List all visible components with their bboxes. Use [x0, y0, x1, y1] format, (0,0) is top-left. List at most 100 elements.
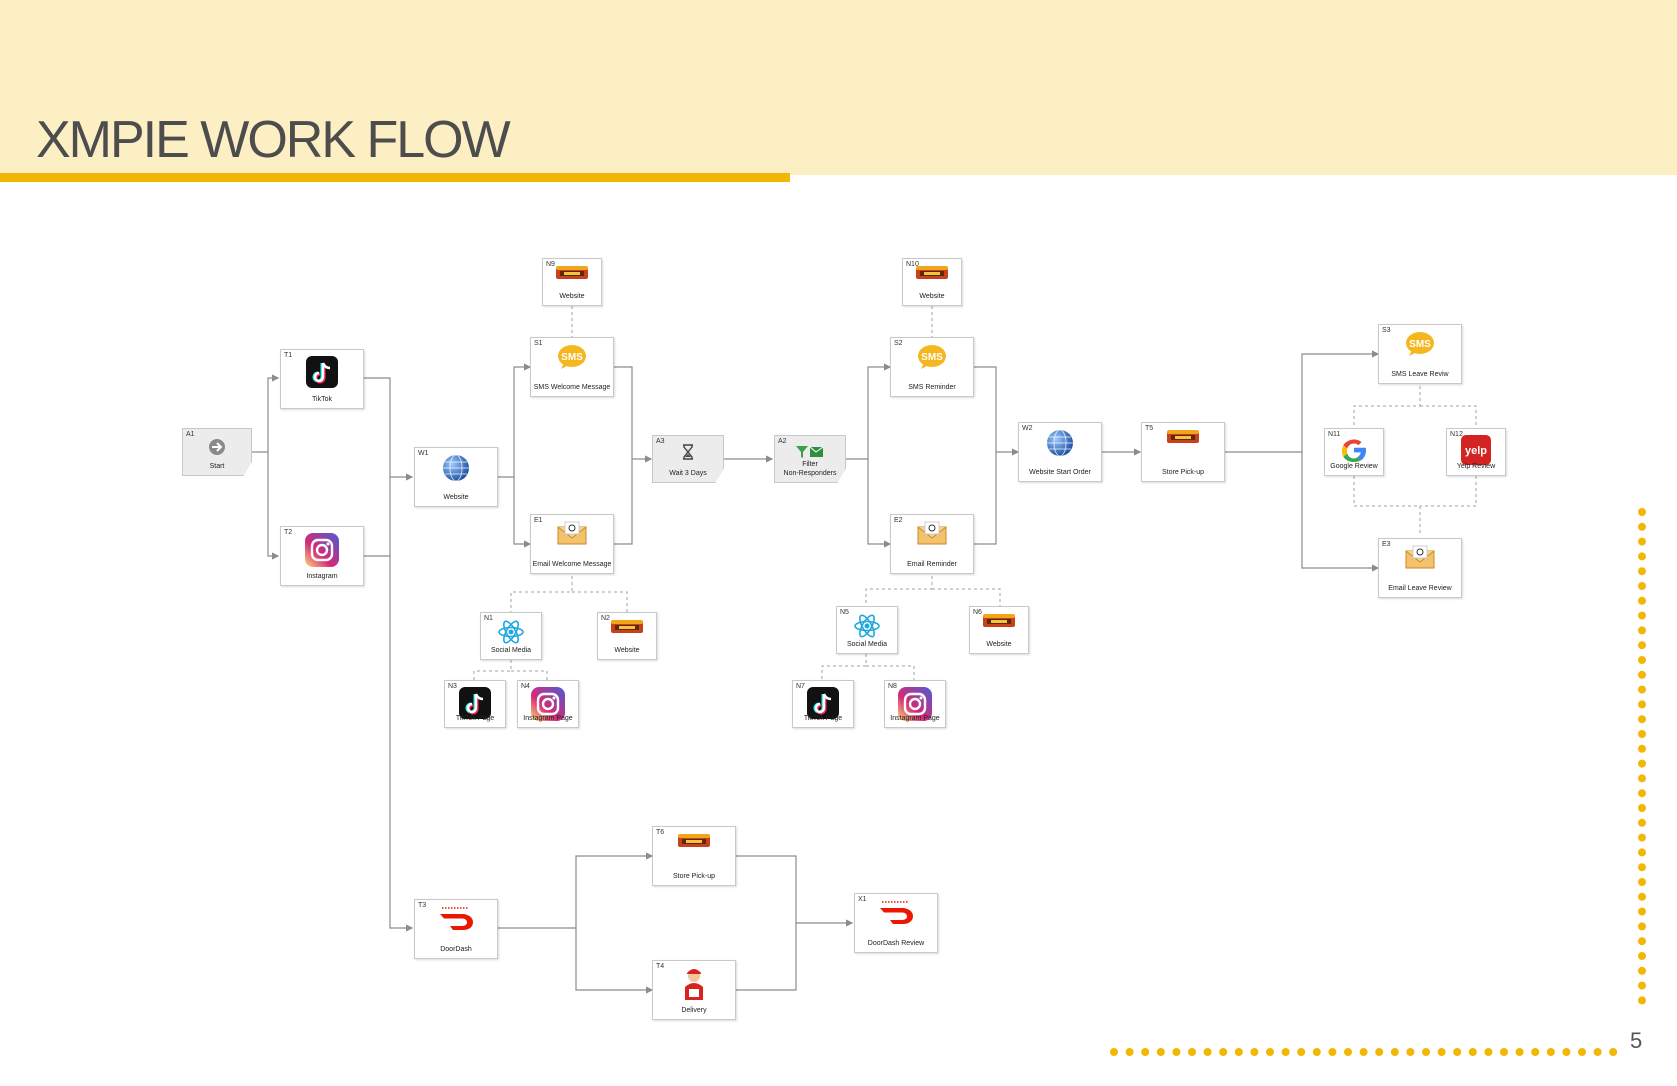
- decor-dot: [1515, 1048, 1524, 1056]
- node-id: N9: [546, 261, 555, 268]
- decor-dot: [1638, 537, 1646, 546]
- node-label: Filter Non-Responders: [783, 461, 837, 477]
- decor-dot: [1638, 863, 1646, 872]
- connector: [736, 855, 854, 927]
- node-label: Email Leave Review: [1388, 585, 1452, 592]
- decor-dot: [1638, 700, 1646, 709]
- node-id: T5: [1145, 425, 1154, 432]
- dashed-link: [866, 665, 915, 680]
- node-id: N1: [484, 615, 493, 622]
- decor-dot: [1156, 1048, 1165, 1056]
- decor-dot: [1638, 611, 1646, 620]
- node-label: Social Media: [490, 647, 532, 654]
- globe-icon: [442, 454, 470, 487]
- google-icon: [1339, 435, 1369, 470]
- node-label: Delivery: [681, 1007, 707, 1014]
- node-id: N12: [1450, 431, 1463, 438]
- node-id: A1: [186, 431, 195, 438]
- node-id: S1: [534, 340, 543, 347]
- node-id: N2: [601, 615, 610, 622]
- decor-dot: [1638, 626, 1646, 635]
- yelp-icon: yelp: [1461, 435, 1491, 470]
- sms-icon: SMS: [1405, 331, 1435, 362]
- connector: [614, 366, 653, 463]
- decor-dot: [1125, 1048, 1134, 1056]
- node-label: Instagram Page: [890, 715, 940, 722]
- node-id: E2: [894, 517, 903, 524]
- title-underline: [0, 173, 790, 182]
- dashed-link: [1420, 405, 1477, 428]
- node-id: A2: [778, 438, 787, 445]
- email-icon: [557, 521, 587, 550]
- react-atom-icon: [853, 613, 881, 644]
- tiktok-icon: [306, 356, 338, 393]
- svg-text:SMS: SMS: [1409, 339, 1431, 350]
- connector: [364, 477, 391, 557]
- decor-dot: [1593, 1048, 1602, 1056]
- node-label: Website: [614, 647, 640, 654]
- dashed-link: [1420, 476, 1477, 507]
- node-id: N5: [840, 609, 849, 616]
- decor-dot: [1172, 1048, 1181, 1056]
- connector: [498, 363, 532, 478]
- node-id: N3: [448, 683, 457, 690]
- instagram-icon: [898, 687, 932, 726]
- doordash-icon: [876, 900, 916, 931]
- tiktok-icon: [459, 687, 491, 724]
- node-label: Website: [919, 293, 945, 300]
- decor-dot: [1638, 552, 1646, 561]
- decor-dot: [1638, 685, 1646, 694]
- decor-dot: [1531, 1048, 1540, 1056]
- node-id: X1: [858, 896, 867, 903]
- connector: [974, 452, 997, 545]
- decor-dot: [1638, 759, 1646, 768]
- dashed-link: [473, 660, 512, 680]
- connector: [1224, 350, 1380, 453]
- decor-dot: [1578, 1048, 1586, 1056]
- decor-dot: [1562, 1048, 1571, 1056]
- node-label: TikTok Page: [455, 715, 495, 722]
- delivery-person-icon: [680, 967, 708, 1006]
- decor-dot: [1638, 715, 1646, 724]
- decor-dot: [1203, 1048, 1212, 1056]
- node-label: DoorDash Review: [867, 940, 925, 947]
- node-label: SMS Welcome Message: [533, 384, 611, 391]
- connector: [498, 852, 654, 929]
- restaurant-logo-icon: [915, 265, 949, 286]
- node-label: Start: [209, 463, 225, 470]
- connector: [736, 923, 797, 991]
- node-label: Website Start Order: [1029, 469, 1091, 476]
- node-label: Instagram: [306, 573, 338, 580]
- decor-dot: [1638, 789, 1646, 798]
